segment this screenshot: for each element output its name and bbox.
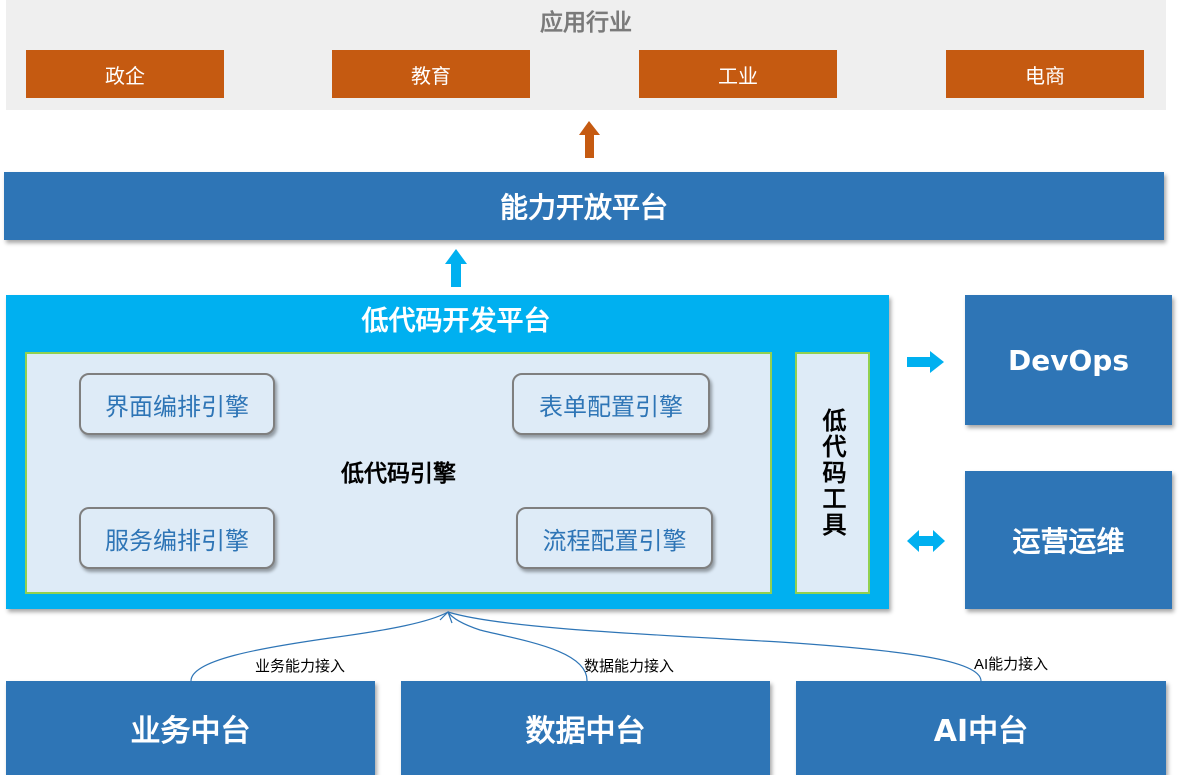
business-connector-label: 业务能力接入 bbox=[255, 658, 346, 675]
ai-connector-label: AI能力接入 bbox=[974, 656, 1049, 673]
engine-process-config: 流程配置引擎 bbox=[516, 507, 713, 569]
devops-box: DevOps bbox=[965, 295, 1172, 425]
engine-form-config: 表单配置引擎 bbox=[512, 373, 710, 435]
data-connector-label: 数据能力接入 bbox=[584, 658, 675, 675]
lowcode-tools-panel bbox=[795, 352, 870, 594]
data-platform-box: 数据中台 bbox=[401, 681, 770, 775]
ai-platform-box: AI中台 bbox=[796, 681, 1166, 775]
blue-up-arrow bbox=[445, 249, 467, 287]
devops-right-arrow bbox=[907, 351, 944, 373]
lowcode-engine-label: 低代码引擎 bbox=[341, 461, 456, 487]
operations-double-arrow bbox=[907, 530, 945, 552]
industry-title: 应用行业 bbox=[540, 10, 632, 36]
engine-service-orchestration: 服务编排引擎 bbox=[79, 507, 275, 569]
lowcode-platform-title: 低代码开发平台 bbox=[361, 306, 551, 337]
engine-ui-orchestration: 界面编排引擎 bbox=[79, 373, 275, 435]
connector-curves bbox=[190, 610, 982, 682]
orange-up-arrow bbox=[579, 121, 600, 158]
industry-item-ecommerce: 电商 bbox=[946, 50, 1144, 98]
business-platform-box: 业务中台 bbox=[6, 681, 375, 775]
operations-box: 运营运维 bbox=[965, 471, 1172, 609]
industry-item-education: 教育 bbox=[332, 50, 530, 98]
industry-item-industrial: 工业 bbox=[639, 50, 837, 98]
industry-item-government: 政企 bbox=[26, 50, 224, 98]
open-platform-box: 能力开放平台 bbox=[4, 172, 1164, 240]
lowcode-tools-label: 低代码工具 bbox=[818, 408, 846, 538]
